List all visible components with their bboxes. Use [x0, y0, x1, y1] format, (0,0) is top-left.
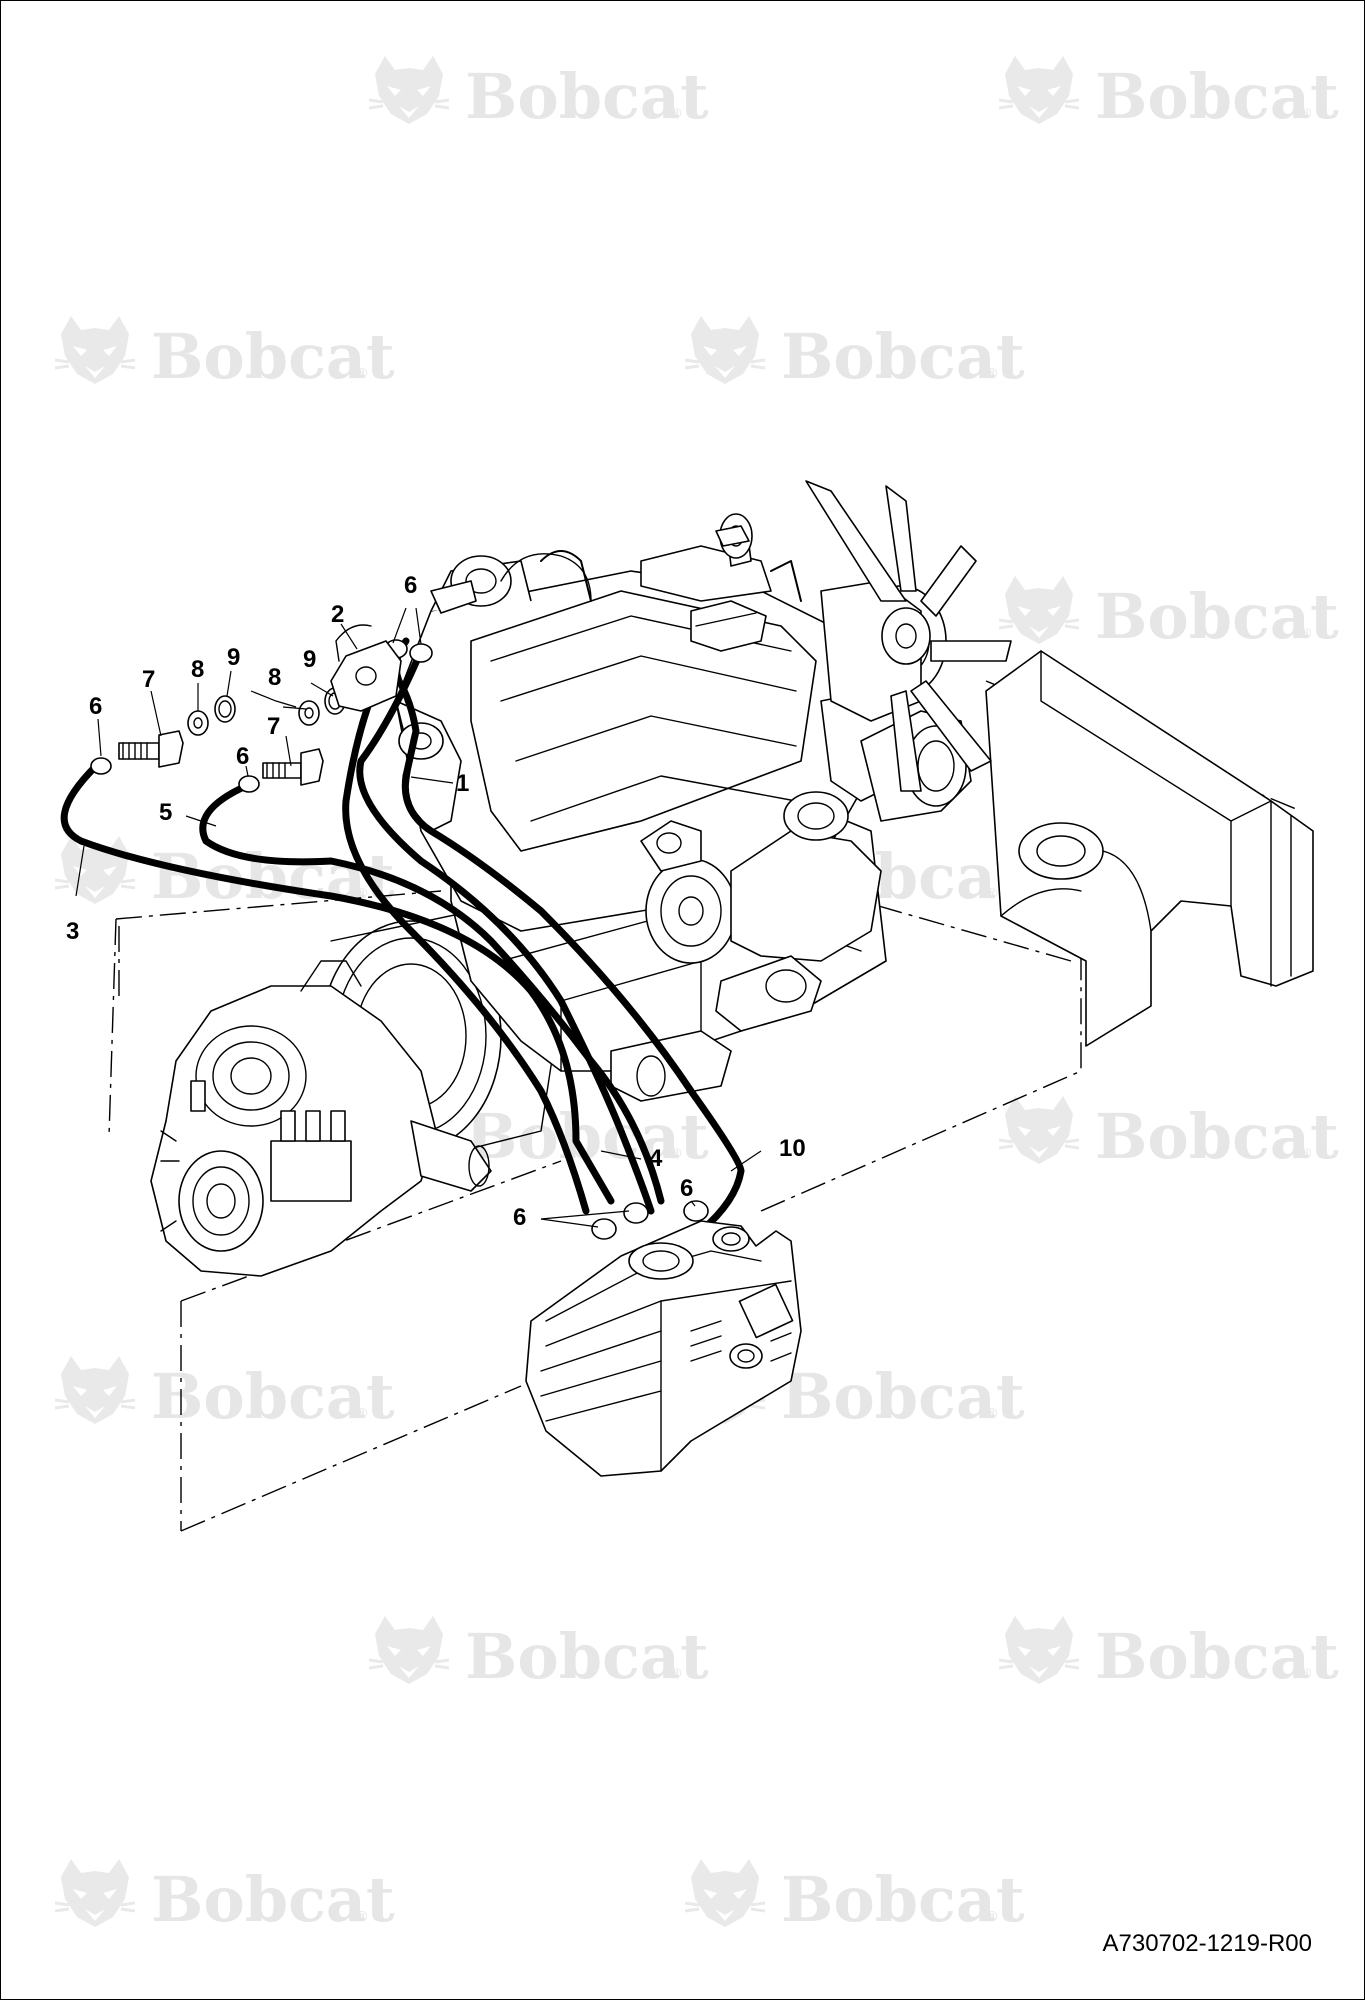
reservoir-cap	[712, 1226, 750, 1252]
chassis-frame	[985, 650, 1314, 1047]
coolant-reservoir	[525, 1220, 802, 1477]
fittings-exploded	[118, 624, 402, 786]
callout-9-right: 9	[303, 646, 316, 673]
callout-5: 5	[159, 799, 172, 826]
bobcat-logo-icon	[997, 574, 1081, 646]
watermark-mark: ®	[985, 366, 999, 382]
callout-6-mid: 6	[236, 743, 249, 770]
washer-8-left	[187, 710, 209, 736]
watermark-text: Bobcat	[151, 1863, 395, 1936]
watermark-mark: ®	[1299, 626, 1313, 642]
bobcat-logo-icon	[53, 314, 137, 386]
bobcat-logo-icon	[53, 1857, 137, 1929]
watermark-mark: ®	[355, 1406, 369, 1422]
watermark-text: Bobcat	[1095, 580, 1339, 653]
bobcat-logo-icon	[367, 54, 451, 126]
clamp-6-top-b	[409, 643, 433, 663]
callout-7-left: 7	[142, 666, 155, 693]
callout-6-left: 6	[89, 693, 102, 720]
callout-6-top: 6	[404, 572, 417, 599]
watermark-text: Bobcat	[151, 320, 395, 393]
leader-lines	[75, 607, 762, 1228]
watermark-mark: ®	[669, 106, 683, 122]
adapter-block-2	[330, 640, 402, 712]
callout-8-right: 8	[268, 664, 281, 691]
bobcat-logo-icon	[683, 314, 767, 386]
watermark-text: Bobcat	[465, 1620, 709, 1693]
bobcat-logo-icon	[367, 1614, 451, 1686]
transmission-assembly	[150, 960, 492, 1277]
fitting-7-left	[118, 730, 184, 768]
clamp-6-mid	[238, 775, 260, 793]
hoses	[60, 637, 745, 1235]
bobcat-logo-icon	[997, 1094, 1081, 1166]
callout-7-right: 7	[267, 713, 280, 740]
cooling-fan	[805, 480, 1012, 792]
watermark-mark: ®	[985, 1909, 999, 1925]
watermark-mark: ®	[669, 1146, 683, 1162]
clamp-6-reservoir-c	[683, 1200, 709, 1222]
callout-10: 10	[779, 1135, 806, 1162]
watermark-text: Bobcat	[781, 320, 1025, 393]
watermark-mark: ®	[985, 886, 999, 902]
clamp-6-left	[90, 757, 112, 775]
watermark-text: Bobcat	[1095, 1100, 1339, 1173]
engine-assembly	[395, 513, 972, 1102]
callout-8-left: 8	[191, 656, 204, 683]
oring-9-left	[214, 695, 236, 723]
callout-3: 3	[66, 918, 79, 945]
callout-6-reservoir-left: 6	[513, 1204, 526, 1231]
bobcat-logo-icon	[683, 1857, 767, 1929]
watermark-mark: ®	[1299, 1146, 1313, 1162]
clamp-6-reservoir-b	[623, 1202, 649, 1224]
callout-1: 1	[456, 770, 469, 797]
washer-8-right	[298, 700, 320, 726]
bobcat-logo-icon	[53, 1354, 137, 1426]
callout-labels: 1 2 3 4 5 6 6 6 6 6 7 7 8 8 9 9 10	[66, 572, 806, 1231]
hose-4	[356, 647, 655, 1215]
hose-10	[401, 772, 745, 1235]
watermark-mark: ®	[985, 1406, 999, 1422]
hose-clamps	[90, 639, 709, 1240]
watermark-text: Bobcat	[1095, 60, 1339, 133]
hose-5	[199, 782, 665, 1205]
watermark-text: Bobcat	[1095, 1620, 1339, 1693]
watermark-mark: ®	[1299, 106, 1313, 122]
watermark-mark: ®	[1299, 1666, 1313, 1682]
watermark-text: Bobcat	[781, 1863, 1025, 1936]
drawing-reference-code: A730702-1219-R00	[1102, 1930, 1313, 1957]
watermark-mark: ®	[355, 1909, 369, 1925]
turbocharger	[640, 791, 882, 964]
hose-3	[60, 762, 615, 1205]
bobcat-logo-icon	[997, 54, 1081, 126]
callout-9-left: 9	[227, 644, 240, 671]
callout-2: 2	[331, 601, 344, 628]
watermark-mark: ®	[355, 366, 369, 382]
watermark-text: Bobcat	[781, 1360, 1025, 1433]
hose-1	[342, 642, 590, 1215]
fitting-7-right	[262, 748, 324, 786]
watermark-text: Bobcat	[465, 60, 709, 133]
clamp-6-reservoir-a	[591, 1218, 617, 1240]
bobcat-logo-icon	[997, 1614, 1081, 1686]
callout-6-reservoir-right: 6	[680, 1175, 693, 1202]
watermark-text: Bobcat	[151, 1360, 395, 1433]
callout-4: 4	[649, 1145, 663, 1172]
watermark-mark: ®	[669, 1666, 683, 1682]
